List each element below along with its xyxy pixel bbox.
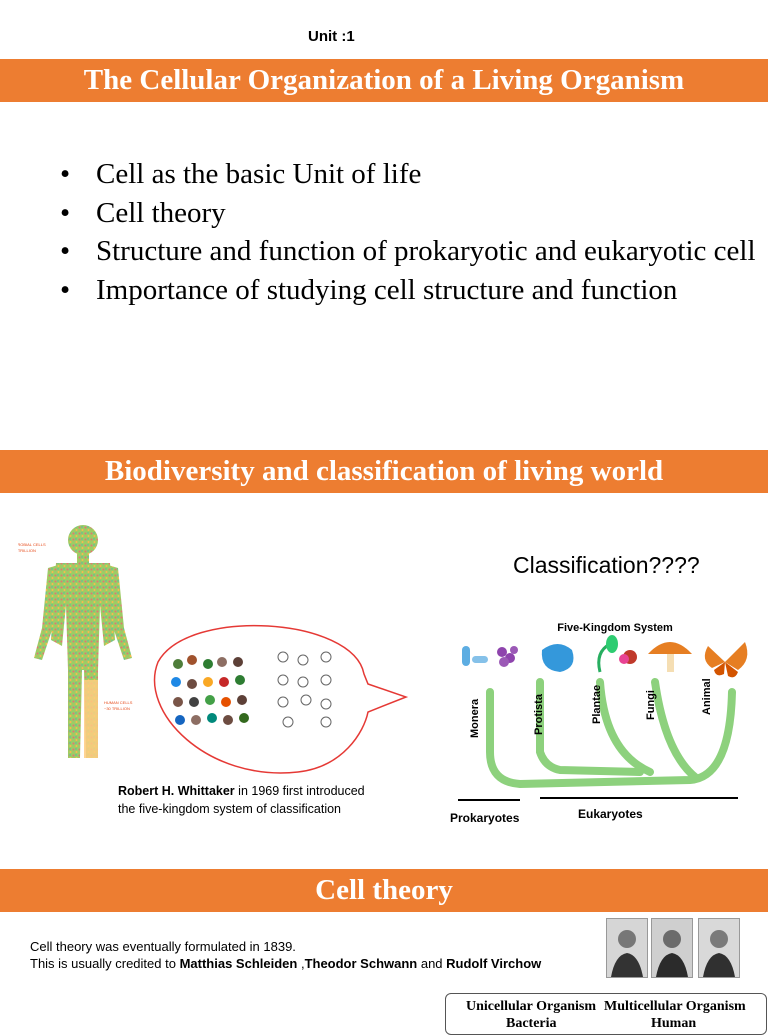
topic-list: •Cell as the basic Unit of life •Cell th… [60, 155, 760, 309]
unit-label: Unit :1 [308, 28, 355, 45]
kingdom-label-fungi: Fungi [645, 690, 657, 720]
prokaryotes-label: Prokaryotes [450, 811, 520, 825]
scientist-schleiden: Matthias Schleiden [179, 956, 298, 971]
section-title-biodiversity: Biodiversity and classification of livin… [0, 450, 768, 493]
monera-icon [462, 646, 518, 667]
caption-text-line2: the five-kingdom system of classificatio… [118, 802, 342, 816]
five-kingdom-tree: Five-Kingdom System Monera Protista Plan… [450, 622, 748, 825]
section-title-cell-theory: Cell theory [0, 869, 768, 912]
list-item: •Importance of studying cell structure a… [60, 271, 760, 310]
cell-theory-line1: Cell theory was eventually formulated in… [30, 939, 296, 954]
organism-table: Unicellular Organism Multicellular Organ… [445, 993, 767, 1035]
svg-text:~40 TRILLION: ~40 TRILLION [18, 548, 36, 553]
table-cell-human: Human [651, 1016, 697, 1031]
plantae-icon [597, 635, 637, 673]
kingdom-label-animal: Animal [701, 678, 713, 715]
eukaryotes-label: Eukaryotes [578, 807, 643, 821]
human-body-illustration-icon: MICROBIAL CELLS ~40 TRILLION HUMAN CELLS… [18, 525, 133, 758]
table-header-multicellular: Multicellular Organism [604, 999, 746, 1014]
cell-theory-line2-prefix: This is usually credited to [30, 956, 180, 971]
tree-title: Five-Kingdom System [557, 622, 673, 634]
bullet-dot-icon: • [60, 196, 71, 229]
svg-text:MICROBIAL CELLS: MICROBIAL CELLS [18, 542, 46, 547]
caption-text-line1: in 1969 first introduced [234, 784, 365, 798]
table-header-unicellular: Unicellular Organism [466, 999, 597, 1014]
fungi-icon [648, 642, 692, 672]
svg-text:~30 TRILLION: ~30 TRILLION [104, 706, 130, 711]
animal-collage-bubble-icon [153, 624, 409, 774]
animal-butterfly-icon [704, 642, 748, 678]
portrait-icon [606, 918, 648, 978]
kingdom-label-plantae: Plantae [591, 685, 603, 724]
section-title-cellular-organization: The Cellular Organization of a Living Or… [0, 59, 768, 102]
portrait-icon [651, 918, 693, 978]
list-item: •Cell theory [60, 194, 760, 233]
whittaker-caption: Robert H. Whittaker in 1969 first introd… [118, 782, 408, 818]
list-item: •Structure and function of prokaryotic a… [60, 232, 760, 271]
kingdom-label-monera: Monera [469, 698, 481, 738]
kingdom-label-protista: Protista [533, 693, 545, 735]
protista-icon [541, 644, 574, 672]
list-item: •Cell as the basic Unit of life [60, 155, 760, 194]
table-cell-bacteria: Bacteria [506, 1016, 557, 1031]
bullet-dot-icon: • [60, 235, 71, 267]
scientist-schwann: Theodor Schwann [304, 956, 418, 971]
cell-theory-text: Cell theory was eventually formulated in… [30, 939, 542, 971]
portrait-icon [698, 918, 740, 978]
scientist-virchow: Rudolf Virchow [446, 956, 542, 971]
bullet-dot-icon: • [60, 158, 71, 190]
svg-text:HUMAN CELLS: HUMAN CELLS [104, 700, 133, 705]
classification-question: Classification???? [513, 552, 700, 578]
caption-name: Robert H. Whittaker [118, 784, 235, 798]
bullet-dot-icon: • [60, 273, 71, 306]
